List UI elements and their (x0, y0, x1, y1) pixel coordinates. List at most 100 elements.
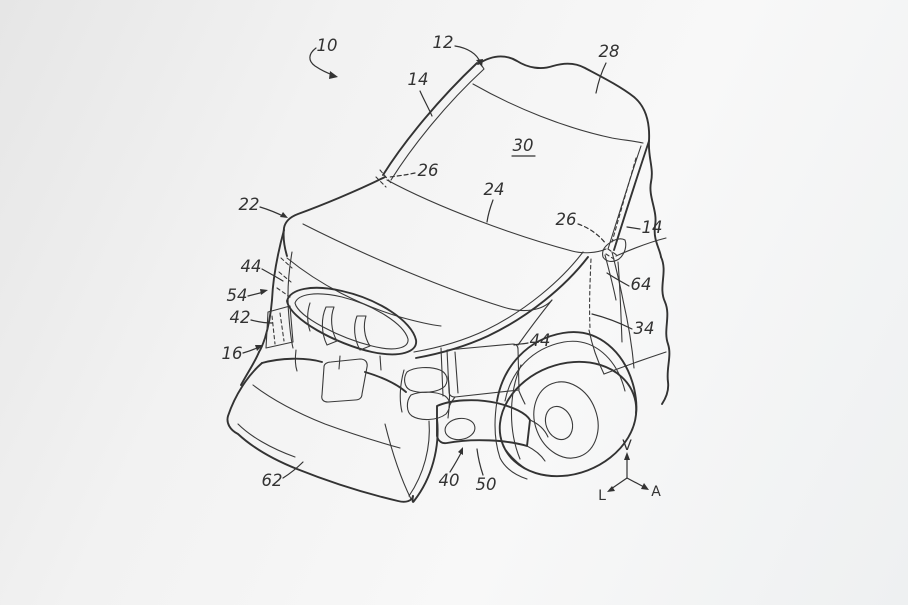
hood-crease-lower (286, 257, 442, 327)
arrowhead-16 (255, 345, 263, 351)
door-seam-dashed (589, 258, 592, 329)
bumper-right-extension (526, 419, 549, 462)
a-pillar-left-outer (382, 62, 478, 176)
leader-44-left (261, 268, 284, 282)
axis-label-v: V (622, 438, 632, 454)
leader-40 (449, 450, 463, 473)
front-corner-edge (240, 351, 260, 386)
leader-28 (595, 62, 607, 94)
ref-label-50: 50 (476, 475, 497, 494)
wheel-well-lower (494, 400, 528, 480)
leader-lines (242, 45, 641, 479)
leader-42 (250, 319, 273, 324)
hood-crease-upper (302, 223, 553, 312)
hood-fender-gap-outer (415, 256, 589, 359)
fender-strip-right-edge (287, 251, 294, 349)
axis-arrowhead-v (624, 452, 630, 460)
airbag-inner-contour-2 (237, 423, 296, 458)
grille-inner-ring (294, 293, 409, 350)
mirror-body (602, 238, 627, 262)
bumper-band (436, 399, 531, 447)
windshield-and-pillars (375, 62, 650, 254)
leader-50 (476, 448, 484, 476)
leader-64 (606, 272, 630, 287)
a-pillar-right-outer (613, 140, 650, 251)
ref-label-14-right: 14 (642, 218, 663, 237)
cowl-windshield-base (386, 179, 607, 254)
ref-label-64: 64 (631, 275, 652, 294)
ref-label-10: 10 (317, 36, 338, 55)
leader-62 (282, 461, 304, 479)
hood-fender-gap-inner (413, 251, 584, 353)
ref-label-44-right: 44 (530, 331, 551, 350)
ref-label-62: 62 (262, 471, 283, 490)
headlamp-right-inner-edge (454, 351, 459, 394)
grille (286, 286, 417, 372)
axis-indicator: V L A (598, 438, 661, 504)
headlamp-left-housing (265, 305, 294, 349)
axis-label-l: L (598, 488, 606, 504)
hood-rear-left-edge (282, 176, 386, 257)
airbag-bolster-lobe-1 (404, 367, 448, 393)
fog-lamp-oval (444, 417, 476, 441)
vehicle-body-art (226, 55, 671, 503)
body-side (517, 237, 671, 405)
leader-10 (309, 47, 334, 76)
wheel-hub (544, 405, 574, 441)
grille-slot-2 (354, 315, 371, 351)
ref-label-34: 34 (634, 319, 655, 338)
ref-label-14-left: 14 (408, 70, 429, 89)
grille-mark (307, 302, 311, 332)
grille-slot-1 (321, 306, 338, 346)
cowl-side-trim (604, 251, 624, 301)
ref-label-42: 42 (230, 308, 251, 327)
mirror-inner-dashes (605, 248, 619, 260)
airbag-patch (321, 358, 368, 403)
fender-to-arch (622, 299, 635, 369)
right-headlamp-and-bumper (436, 343, 553, 477)
fender-crease-to-headlamp (517, 299, 553, 346)
leader-24 (486, 199, 494, 223)
mirror-detail (602, 238, 627, 262)
door-lower-edge (588, 329, 605, 375)
arrowhead-40 (458, 447, 463, 455)
ref-label-40: 40 (439, 471, 460, 490)
ref-label-44-left: 44 (241, 257, 262, 276)
leader-44-right (513, 342, 529, 346)
fascia-connectors (294, 349, 382, 372)
grille-outer-ring (286, 286, 417, 356)
a-pillar-right-seam-dashed (611, 157, 637, 243)
airbag-bolster-edges (399, 369, 451, 419)
leader-26-left (389, 172, 416, 178)
roof-wavy-edge (477, 55, 662, 258)
ref-label-12: 12 (433, 33, 454, 52)
wheel-arch-outer (496, 331, 638, 414)
arrowhead-10 (329, 71, 338, 79)
leader-26-right (577, 223, 607, 245)
ref-label-26-left: 26 (418, 161, 439, 180)
hood-outline (282, 176, 589, 359)
external-airbag (226, 357, 451, 503)
reference-numerals: 10 12 14 28 30 26 24 26 14 64 34 22 44 5… (222, 33, 663, 494)
leader-34 (591, 313, 633, 330)
ref-label-54: 54 (227, 286, 248, 305)
ref-label-16: 16 (222, 344, 243, 363)
ref-label-26-right: 26 (556, 210, 577, 229)
roof-outline (472, 55, 662, 258)
axis-line-lateral (610, 477, 628, 490)
headlamp-left-hatch (271, 312, 285, 345)
airbag-bolster-lobe-2 (406, 391, 451, 421)
airbag-inner-contour-1 (252, 384, 401, 449)
arrowhead-22 (280, 212, 288, 218)
arrowhead-54 (260, 289, 268, 295)
axis-arrowhead-a (641, 483, 649, 490)
wheel-arch-lip (504, 340, 626, 402)
tire-outline (498, 360, 638, 478)
airbag-outer-contour (226, 362, 414, 503)
ref-label-24: 24 (484, 180, 505, 199)
door-front-seam (617, 261, 623, 343)
belt-line (615, 237, 667, 257)
airbag-crescent-left-edge (384, 423, 412, 500)
